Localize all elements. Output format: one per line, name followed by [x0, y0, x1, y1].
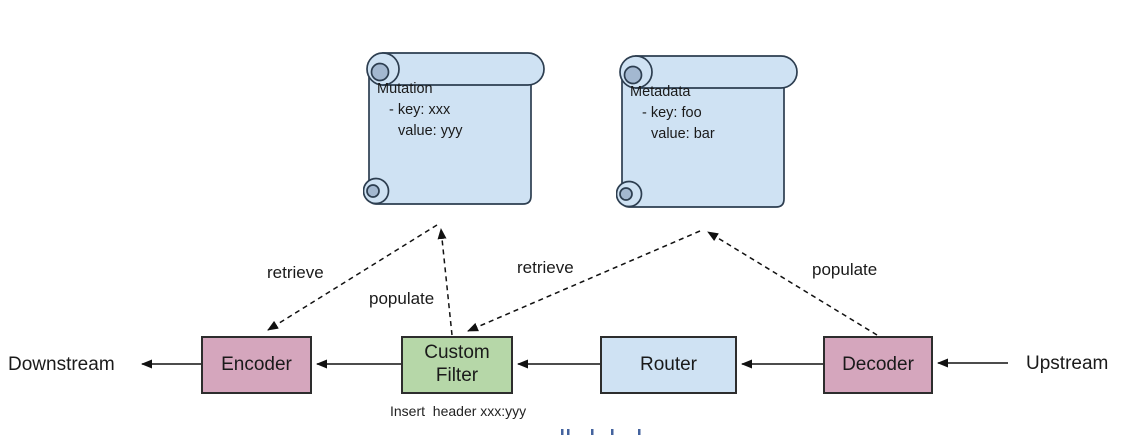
node-decoder: Decoder: [823, 336, 933, 394]
scroll-mutation-text: Mutation - key: xxx value: yyy: [377, 79, 462, 142]
scroll-shape: [363, 52, 545, 205]
edge-label-retrieve-right: retrieve: [517, 258, 574, 277]
arrow-retrieve-metadata-to-customfilter: [467, 230, 701, 332]
scroll-line: value: yyy: [398, 123, 463, 139]
node-label: Custom Filter: [424, 342, 490, 386]
scroll-line: - key: xxx: [389, 102, 451, 118]
edge-label-retrieve-left: retrieve: [267, 263, 324, 282]
arrow-populate-decoder-to-metadata: [707, 231, 878, 336]
scroll-line: value: bar: [651, 126, 715, 142]
scroll-bottom-curl-inner: [619, 187, 633, 201]
node-label: Router: [639, 353, 698, 375]
upstream-label: Upstream: [1026, 353, 1109, 374]
scroll-top-roll: [635, 55, 798, 89]
clipped-blue-text-fragment: [561, 429, 641, 435]
scroll-line: - key: foo: [642, 105, 702, 121]
scroll-top-curl-inner: [370, 62, 390, 82]
scroll-title: Metadata: [630, 84, 691, 100]
downstream-label: Downstream: [8, 354, 115, 375]
scroll-shape: [616, 55, 798, 208]
node-custom-filter: Custom Filter: [401, 336, 513, 394]
dashed-arrows: [267, 224, 878, 336]
scroll-top-roll: [382, 52, 545, 86]
scroll-bottom-curl-inner: [366, 184, 380, 198]
scroll-top-curl-inner: [623, 65, 643, 85]
scroll-metadata-text: Metadata - key: foo value: bar: [630, 82, 715, 145]
node-router: Router: [600, 336, 737, 394]
scroll-title: Mutation: [377, 81, 433, 97]
node-label: Encoder: [221, 353, 292, 375]
scroll-mutation: Mutation - key: xxx value: yyy: [363, 48, 549, 220]
arrow-populate-customfilter-to-mutation: [437, 228, 453, 336]
node-label: Decoder: [842, 353, 914, 375]
node-encoder: Encoder: [201, 336, 312, 394]
edge-label-populate-right: populate: [812, 260, 878, 279]
caption-insert-header: Insert header xxx:yyy: [390, 403, 527, 419]
scroll-metadata: Metadata - key: foo value: bar: [616, 51, 802, 223]
edge-label-populate-left: populate: [369, 289, 435, 308]
